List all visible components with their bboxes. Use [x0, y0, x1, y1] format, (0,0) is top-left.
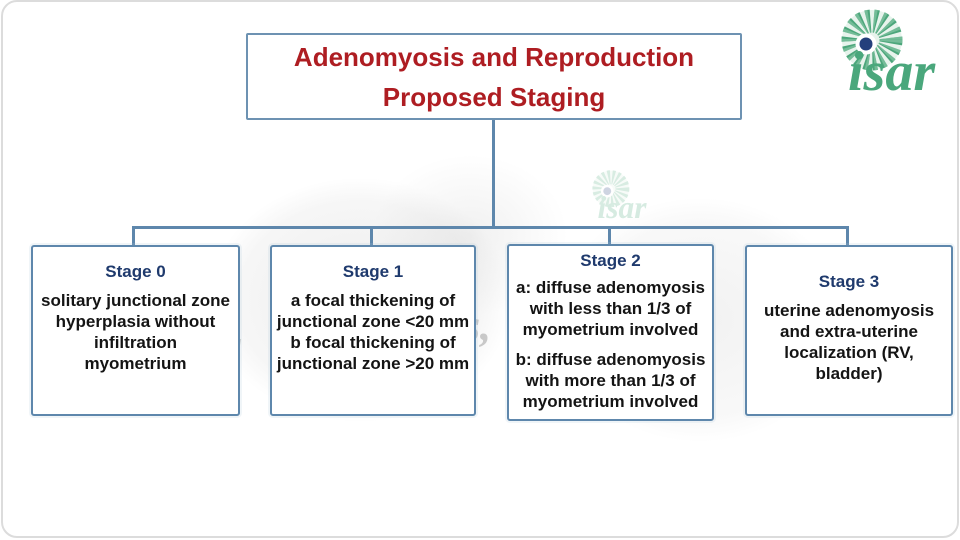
stage-1-body: a focal thickening of junctional zone <2…: [277, 290, 469, 374]
connector-drop-stage-0: [132, 226, 135, 246]
stage-2-box: Stage 2 a: diffuse adenomyosis with less…: [507, 244, 714, 421]
stage-3-body: uterine adenomyosis and extra-uterine lo…: [764, 300, 934, 384]
stage-1-line: junctional zone <20 mm: [276, 312, 470, 331]
stage-0-line: myometrium: [84, 354, 187, 373]
connector-horizontal: [132, 226, 849, 229]
svg-text:isar: isar: [848, 41, 936, 98]
isar-logo-icon: isar: [841, 9, 936, 103]
stage-0-box: Stage 0 solitary junctional zone hyperpl…: [31, 245, 240, 416]
connector-drop-stage-3: [846, 226, 849, 246]
stage-1-line: b focal thickening of: [290, 333, 456, 352]
stage-3-box: Stage 3 uterine adenomyosis and extra-ut…: [745, 245, 953, 416]
isar-logo: isar: [826, 6, 958, 103]
stage-1-line: a focal thickening of: [290, 291, 456, 310]
stage-3-line: and extra-uterine: [780, 322, 918, 341]
stage-3-line: localization (RV,: [784, 343, 914, 362]
stage-0-line: infiltration: [93, 333, 178, 352]
stage-2-body: a: diffuse adenomyosis with less than 1/…: [516, 277, 706, 412]
stage-1-line: junctional zone >20 mm: [276, 354, 470, 373]
svg-text:isar: isar: [598, 190, 648, 224]
watermark-isar-logo: isar: [583, 168, 663, 229]
slide-title-line-1: Adenomyosis and Reproduction: [293, 41, 695, 72]
stage-2-line: b: diffuse adenomyosis: [515, 350, 706, 369]
stage-3-line: uterine adenomyosis: [763, 301, 935, 320]
connector-drop-stage-2: [608, 226, 611, 245]
stage-1-heading: Stage 1: [342, 262, 404, 281]
stage-3-line: bladder): [815, 364, 883, 383]
stage-0-line: solitary junctional zone: [41, 291, 230, 310]
connector-drop-stage-1: [370, 226, 373, 246]
stage-2-line: a: diffuse adenomyosis: [516, 278, 705, 297]
stage-2-heading: Stage 2: [580, 251, 641, 270]
title-box: Adenomyosis and Reproduction Proposed St…: [246, 33, 742, 120]
stage-2-paragraph-b: b: diffuse adenomyosis with more than 1/…: [516, 349, 706, 412]
connector-title-vertical: [492, 116, 495, 228]
stage-0-heading: Stage 0: [105, 262, 166, 281]
stage-2-paragraph-a: a: diffuse adenomyosis with less than 1/…: [516, 277, 705, 340]
stage-2-line: with less than 1/3 of: [529, 299, 692, 318]
stage-3-heading: Stage 3: [818, 272, 880, 291]
stage-0-line: hyperplasia without: [55, 312, 216, 331]
slide-title-line-2: Proposed Staging: [382, 81, 606, 112]
stage-2-line: with more than 1/3 of: [525, 371, 696, 390]
stage-2-line: myometrium involved: [522, 320, 699, 339]
stage-2-line: myometrium involved: [522, 392, 699, 411]
stage-1-box: Stage 1 a focal thickening of junctional…: [270, 245, 476, 416]
stage-0-body: solitary junctional zone hyperplasia wit…: [41, 290, 230, 374]
